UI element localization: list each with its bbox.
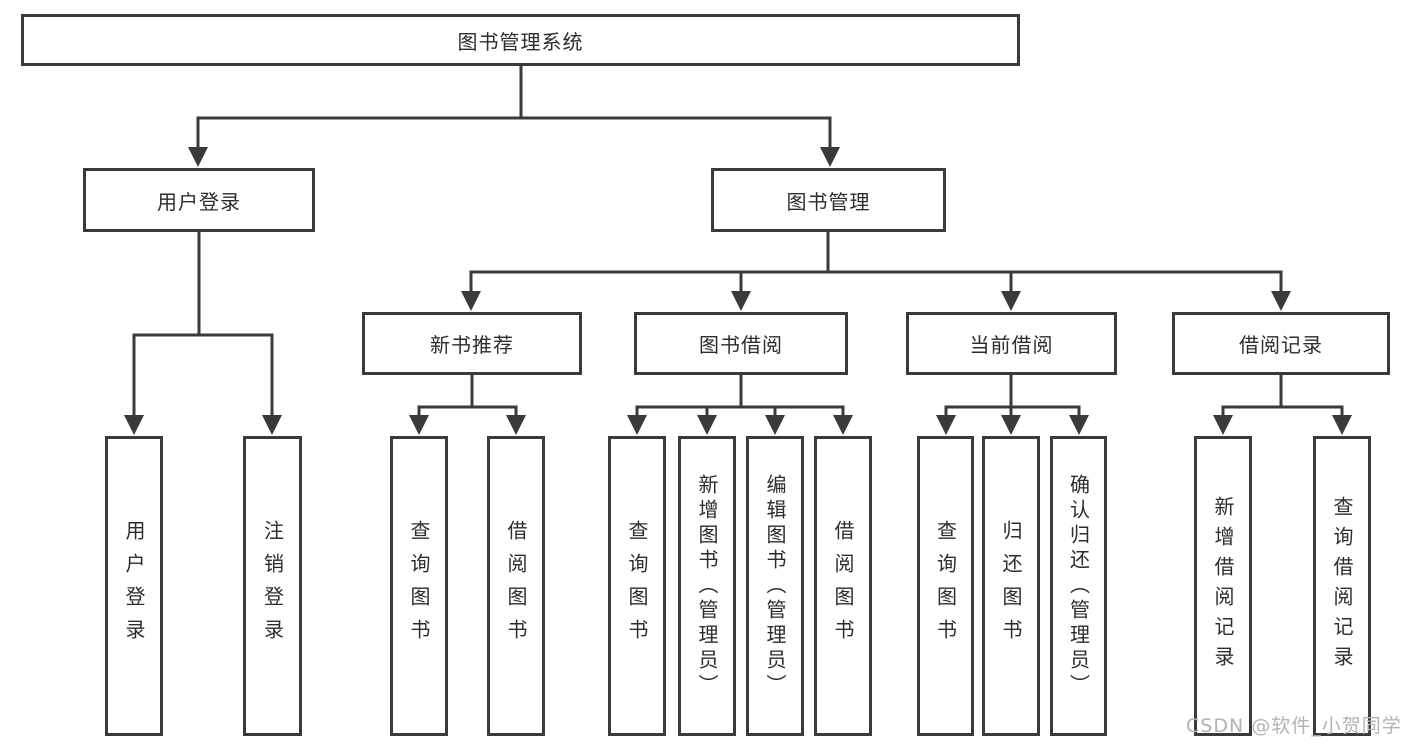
- leaf-user-login: 用户登录: [105, 436, 163, 736]
- node-label: 图书借阅: [699, 333, 783, 357]
- arrowhead-icons: [124, 147, 1352, 435]
- node-user-login: 用户登录: [83, 168, 315, 232]
- leaf-label: 借阅图书: [504, 520, 528, 652]
- leaf-query-books-current: 查询图书: [917, 436, 974, 736]
- leaf-query-books-borrowing: 查询图书: [608, 436, 666, 736]
- node-book-borrowing: 图书借阅: [634, 312, 848, 375]
- watermark-text: CSDN @软件_小贺同学: [1186, 715, 1402, 737]
- leaf-edit-book-admin: 编辑图书（管理员）: [746, 436, 804, 736]
- leaf-query-books-recommend: 查询图书: [390, 436, 448, 736]
- leaf-label: 查询借阅记录: [1330, 496, 1354, 676]
- node-label: 图书管理: [786, 189, 871, 214]
- node-label: 新书推荐: [430, 333, 514, 357]
- leaf-label: 注销登录: [260, 520, 285, 652]
- node-current-borrowing: 当前借阅: [906, 312, 1117, 375]
- leaf-add-book-admin: 新增图书（管理员）: [678, 436, 736, 736]
- node-new-book-recommendation: 新书推荐: [362, 312, 582, 375]
- node-borrowing-records: 借阅记录: [1172, 312, 1390, 375]
- leaf-query-borrow-record: 查询借阅记录: [1313, 436, 1371, 736]
- leaf-label: 查询图书: [933, 520, 958, 652]
- node-label: 当前借阅: [969, 333, 1054, 357]
- leaf-label: 借阅图书: [831, 520, 855, 652]
- leaf-label: 新增借阅记录: [1211, 496, 1235, 676]
- leaf-label: 归还图书: [999, 520, 1023, 652]
- leaf-add-borrow-record: 新增借阅记录: [1194, 436, 1252, 736]
- leaf-return-books: 归还图书: [982, 436, 1040, 736]
- leaf-label: 编辑图书（管理员）: [763, 473, 787, 699]
- node-book-management: 图书管理: [711, 168, 946, 232]
- leaf-confirm-return-admin: 确认归还（管理员）: [1050, 436, 1107, 736]
- node-label: 图书管理系统: [457, 29, 584, 54]
- node-label: 借阅记录: [1239, 333, 1323, 357]
- leaf-logout: 注销登录: [243, 436, 302, 736]
- leaf-label: 确认归还（管理员）: [1066, 473, 1091, 699]
- node-root-system: 图书管理系统: [21, 14, 1020, 66]
- node-label: 用户登录: [157, 189, 241, 214]
- leaf-label: 查询图书: [625, 520, 649, 652]
- leaf-label: 查询图书: [407, 520, 431, 652]
- leaf-borrow-books-recommend: 借阅图书: [487, 436, 545, 736]
- leaf-label: 用户登录: [122, 520, 146, 652]
- leaf-borrow-books: 借阅图书: [814, 436, 872, 736]
- leaf-label: 新增图书（管理员）: [695, 473, 719, 699]
